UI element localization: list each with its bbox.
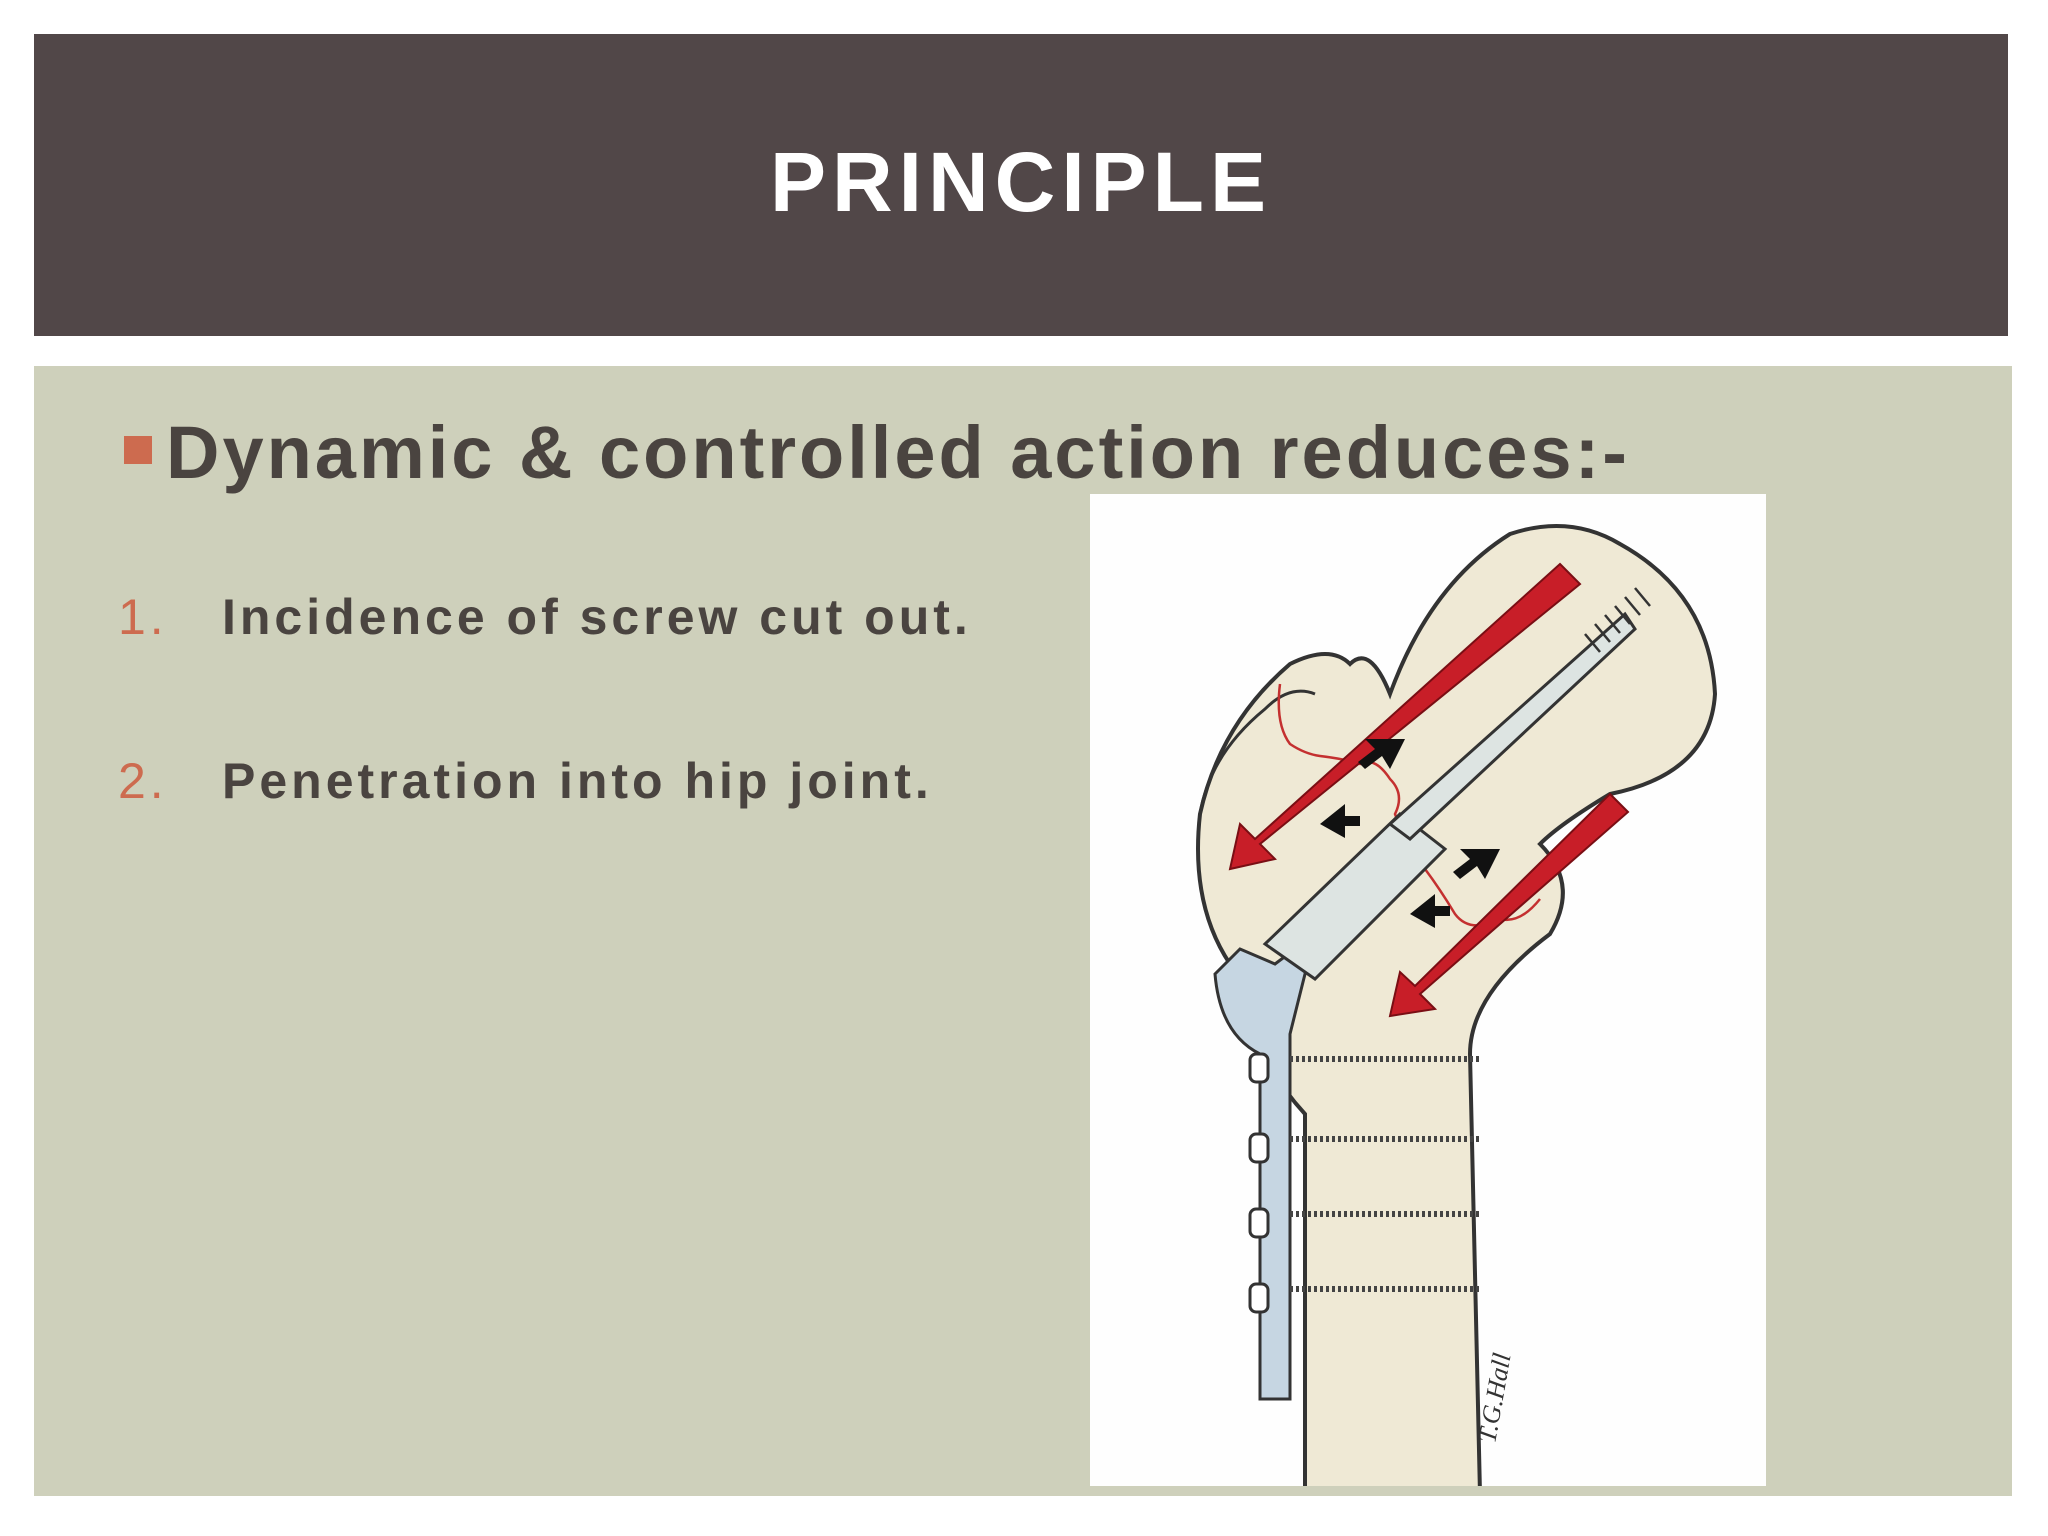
greater-trochanter xyxy=(1198,689,1316,815)
lower-force-arrow xyxy=(1388,792,1630,1018)
list-item-text: Incidence of screw cut out. xyxy=(222,589,972,645)
list-item-text: Penetration into hip joint. xyxy=(222,753,933,809)
slide-title: PRINCIPLE xyxy=(769,134,1273,229)
lag-screw-shaft xyxy=(1387,611,1637,841)
compression-arrows xyxy=(1320,739,1500,928)
force-arrows xyxy=(1228,562,1630,1018)
list-item-number: 2. xyxy=(118,753,168,809)
plate-barrel xyxy=(1262,812,1448,981)
list-item-number: 1. xyxy=(118,589,168,645)
screw-threads xyxy=(1290,1056,1480,1292)
main-bullet: Dynamic & controlled action reduces:- xyxy=(124,408,1630,498)
cortical-screws xyxy=(1248,1052,1270,1314)
bullet-text: Dynamic & controlled action reduces:- xyxy=(166,411,1630,494)
upper-force-arrow xyxy=(1228,562,1582,871)
femur-implant-illustration: T.G.Hall xyxy=(1090,494,1766,1486)
list-item: 1. Incidence of screw cut out. xyxy=(118,588,972,646)
lag-screw-threads xyxy=(1584,587,1651,653)
title-bar: PRINCIPLE xyxy=(34,34,2008,336)
list-item: 2. Penetration into hip joint. xyxy=(118,752,933,810)
bullet-square-icon xyxy=(124,436,152,464)
femur-bone-outline xyxy=(1196,524,1718,1486)
femur-illustration-svg: T.G.Hall xyxy=(1196,524,1718,1486)
fracture-line xyxy=(1277,683,1541,927)
